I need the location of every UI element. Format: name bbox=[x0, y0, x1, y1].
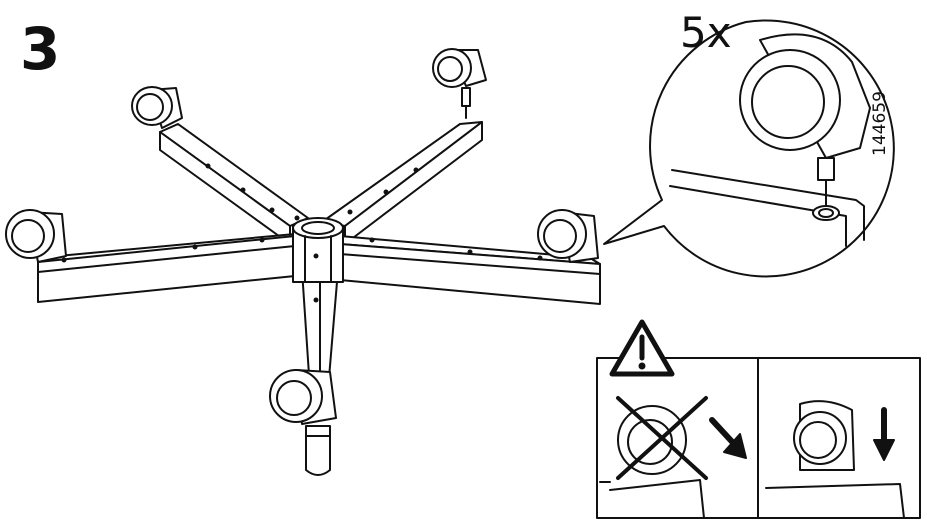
caster-left bbox=[5, 209, 67, 263]
base-hub bbox=[292, 217, 344, 283]
detail-callout bbox=[603, 19, 895, 278]
base-holes bbox=[61, 163, 543, 303]
x-cross-icon bbox=[616, 396, 708, 480]
caster-right bbox=[537, 209, 599, 263]
step-number: 3 bbox=[20, 15, 61, 83]
correct-example bbox=[765, 400, 905, 519]
caster-front bbox=[269, 369, 337, 476]
arrow-diagonal-icon bbox=[709, 417, 747, 459]
warning-triangle-icon bbox=[609, 319, 675, 377]
quantity-label: 5x bbox=[680, 8, 732, 57]
arrow-down-icon bbox=[873, 407, 895, 461]
part-number-label: 144659 bbox=[870, 91, 890, 156]
base-arm-left bbox=[37, 233, 296, 303]
warning-panels bbox=[596, 319, 921, 519]
caster-back-right bbox=[432, 48, 487, 119]
base-arm-back-left bbox=[159, 123, 309, 245]
base-arm-back-right bbox=[321, 121, 483, 245]
wrong-example bbox=[599, 396, 747, 519]
caster-back-left bbox=[131, 86, 183, 129]
